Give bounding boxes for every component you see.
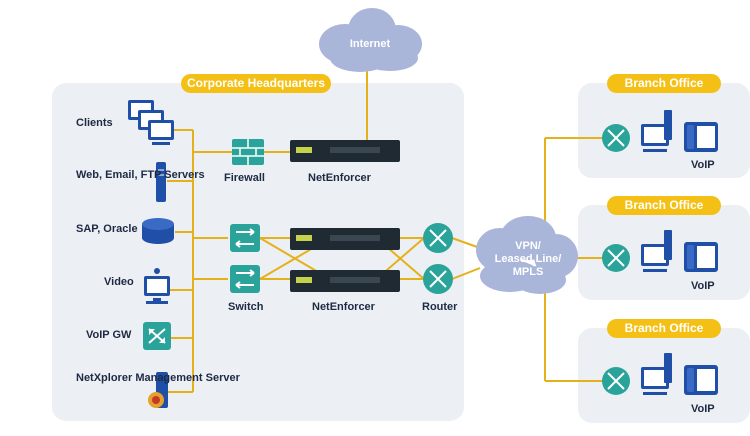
video-label: Video xyxy=(104,276,134,288)
netenforcer-bottom-label: NetEnforcer xyxy=(312,301,375,313)
switch-bottom-icon xyxy=(230,265,260,293)
wan-label-line-1: VPN/ xyxy=(515,240,541,252)
video-icon xyxy=(144,268,170,304)
firewall-icon xyxy=(232,139,264,165)
branch-2-voip-label: VoIP xyxy=(691,280,715,292)
branch-3-pc-icon xyxy=(641,353,672,395)
netxplorer-label: NetXplorer Management Server xyxy=(76,372,240,385)
branch-2-pc-icon xyxy=(641,230,672,272)
router-label: Router xyxy=(422,301,458,313)
branch-3-phone-icon xyxy=(684,365,718,395)
router-top-icon xyxy=(423,223,453,253)
branch-2-router-icon xyxy=(602,244,630,272)
firewall-label: Firewall xyxy=(224,172,265,184)
wan-label-line-2: Leased Line/ xyxy=(494,253,562,265)
sap-label: SAP, Oracle xyxy=(76,223,138,235)
branch-3-voip-label: VoIP xyxy=(691,403,715,415)
netxplorer-label-line-2: Management xyxy=(135,372,203,384)
netxplorer-label-line-1: NetXplorer xyxy=(76,372,133,384)
branch-3-router-icon xyxy=(602,367,630,395)
clients-label: Clients xyxy=(76,117,113,129)
wan-label-line-3: MPLS xyxy=(512,266,544,278)
netenforcer-bottom-icon xyxy=(290,270,400,292)
voip-gw-label: VoIP GW xyxy=(86,329,132,341)
internet-cloud-icon xyxy=(319,8,422,72)
netenforcer-mid-icon xyxy=(290,228,400,250)
netenforcer-top-icon xyxy=(290,140,400,162)
database-icon xyxy=(142,218,174,244)
branch-2-phone-icon xyxy=(684,242,718,272)
servers-label-line-1: Web, Email, xyxy=(76,169,138,181)
netxplorer-server-icon xyxy=(148,372,168,408)
clients-icon xyxy=(128,100,174,145)
netxplorer-label-line-3: Server xyxy=(205,372,240,384)
branch-1-voip-label: VoIP xyxy=(691,159,715,171)
branch-1-title: Branch Office xyxy=(607,74,721,93)
server-tower-icon xyxy=(156,162,166,202)
branch-3-title: Branch Office xyxy=(607,319,721,338)
branch-1-pc-icon xyxy=(641,110,672,152)
branch-2-title: Branch Office xyxy=(607,196,721,215)
switch-label: Switch xyxy=(228,301,264,313)
wan-cloud-icon xyxy=(476,216,578,294)
switch-top-icon xyxy=(230,224,260,252)
branch-1-phone-icon xyxy=(684,122,718,152)
internet-label: Internet xyxy=(349,38,391,50)
router-bottom-icon xyxy=(423,264,453,294)
netenforcer-top-label: NetEnforcer xyxy=(308,172,371,184)
branch-1-router-icon xyxy=(602,124,630,152)
hq-title: Corporate Headquarters xyxy=(181,74,331,93)
servers-label-line-2: FTP Servers xyxy=(140,169,205,181)
voip-gateway-icon xyxy=(143,322,171,350)
servers-label: Web, Email, FTP Servers xyxy=(76,169,205,182)
wan-label: VPN/ Leased Line/ MPLS xyxy=(486,240,570,279)
